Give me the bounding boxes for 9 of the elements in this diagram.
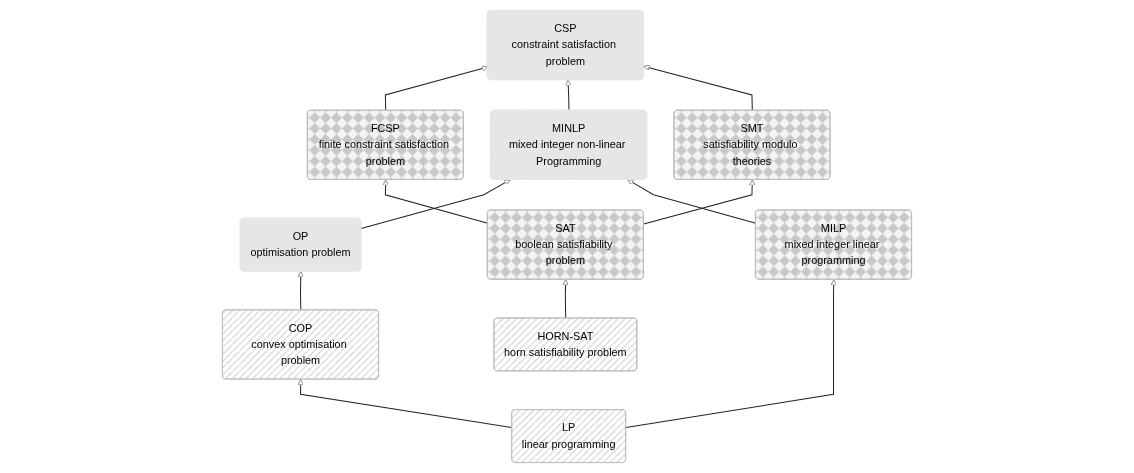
arrow bbox=[382, 179, 489, 224]
arrow bbox=[565, 79, 572, 112]
arrow bbox=[297, 379, 513, 429]
arrow bbox=[360, 179, 511, 230]
arrow bbox=[384, 65, 488, 112]
arrow bbox=[625, 279, 837, 428]
arrow bbox=[643, 64, 753, 112]
arrow bbox=[297, 271, 304, 311]
arrow bbox=[562, 279, 569, 319]
